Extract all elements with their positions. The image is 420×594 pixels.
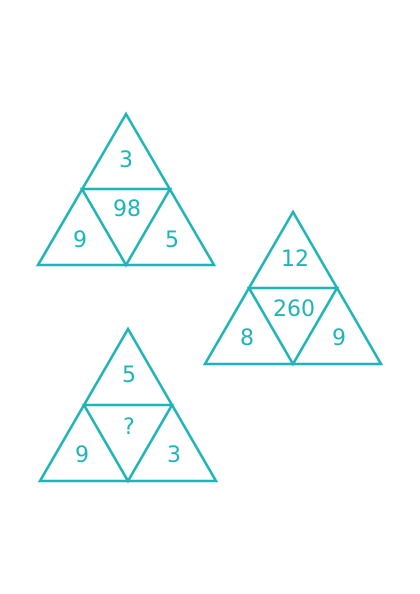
triangle-2-top-number: 12 [281, 247, 309, 272]
triangle-2-center-number: 260 [273, 297, 315, 322]
triangle-2-right-number: 9 [332, 326, 346, 351]
triangle-3-outline [37, 326, 219, 484]
triangle-1-top-number: 3 [119, 148, 133, 173]
triangle-2-left-number: 8 [240, 326, 254, 351]
triangle-3-left-number: 9 [75, 443, 89, 468]
triangle-3-right-number: 3 [167, 443, 181, 468]
triangle-1: 3 98 9 5 [35, 111, 217, 268]
triangle-1-center-number: 98 [113, 197, 141, 222]
triangle-1-outline [35, 111, 217, 268]
triangle-2: 12 260 8 9 [202, 209, 384, 367]
triangle-1-left-number: 9 [73, 228, 87, 253]
triangle-1-right-number: 5 [165, 228, 179, 253]
triangle-3: 5 ? 9 3 [37, 326, 219, 484]
triangle-3-center-number: ? [123, 415, 135, 440]
triangle-2-outline [202, 209, 384, 367]
triangle-3-top-number: 5 [122, 363, 136, 388]
